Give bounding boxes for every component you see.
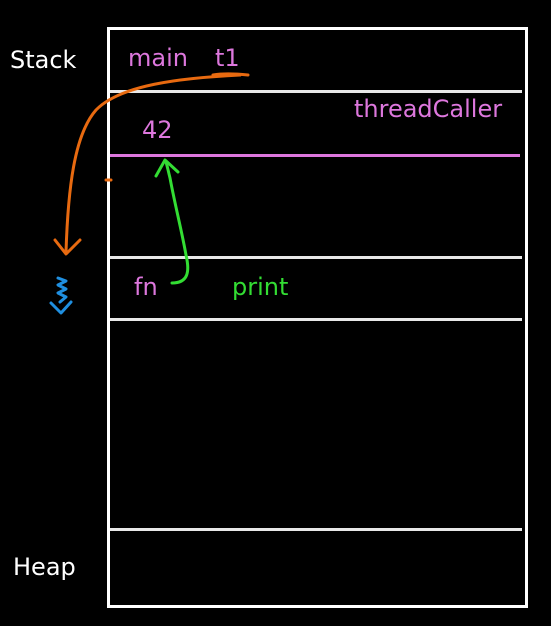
squiggle-arrow-icon [49, 276, 73, 315]
frame-divider-main [110, 90, 522, 93]
stack-heap-divider [110, 528, 522, 531]
frame-divider-thread-caller-bottom [110, 256, 522, 259]
fn-frame-name: print [232, 273, 289, 301]
thread-caller-marker-line [110, 154, 520, 157]
fn-frame-var: fn [134, 273, 158, 301]
main-frame-var-t1: t1 [215, 44, 240, 72]
heap-label: Heap [13, 553, 76, 581]
frame-divider-fn-bottom [110, 318, 522, 321]
stack-label: Stack [10, 46, 77, 74]
memory-region [107, 27, 528, 608]
orange-arrow-head [53, 238, 82, 256]
thread-caller-frame-name: threadCaller [354, 95, 503, 123]
thread-caller-value: 42 [142, 116, 173, 144]
main-frame-name: main [128, 44, 188, 72]
